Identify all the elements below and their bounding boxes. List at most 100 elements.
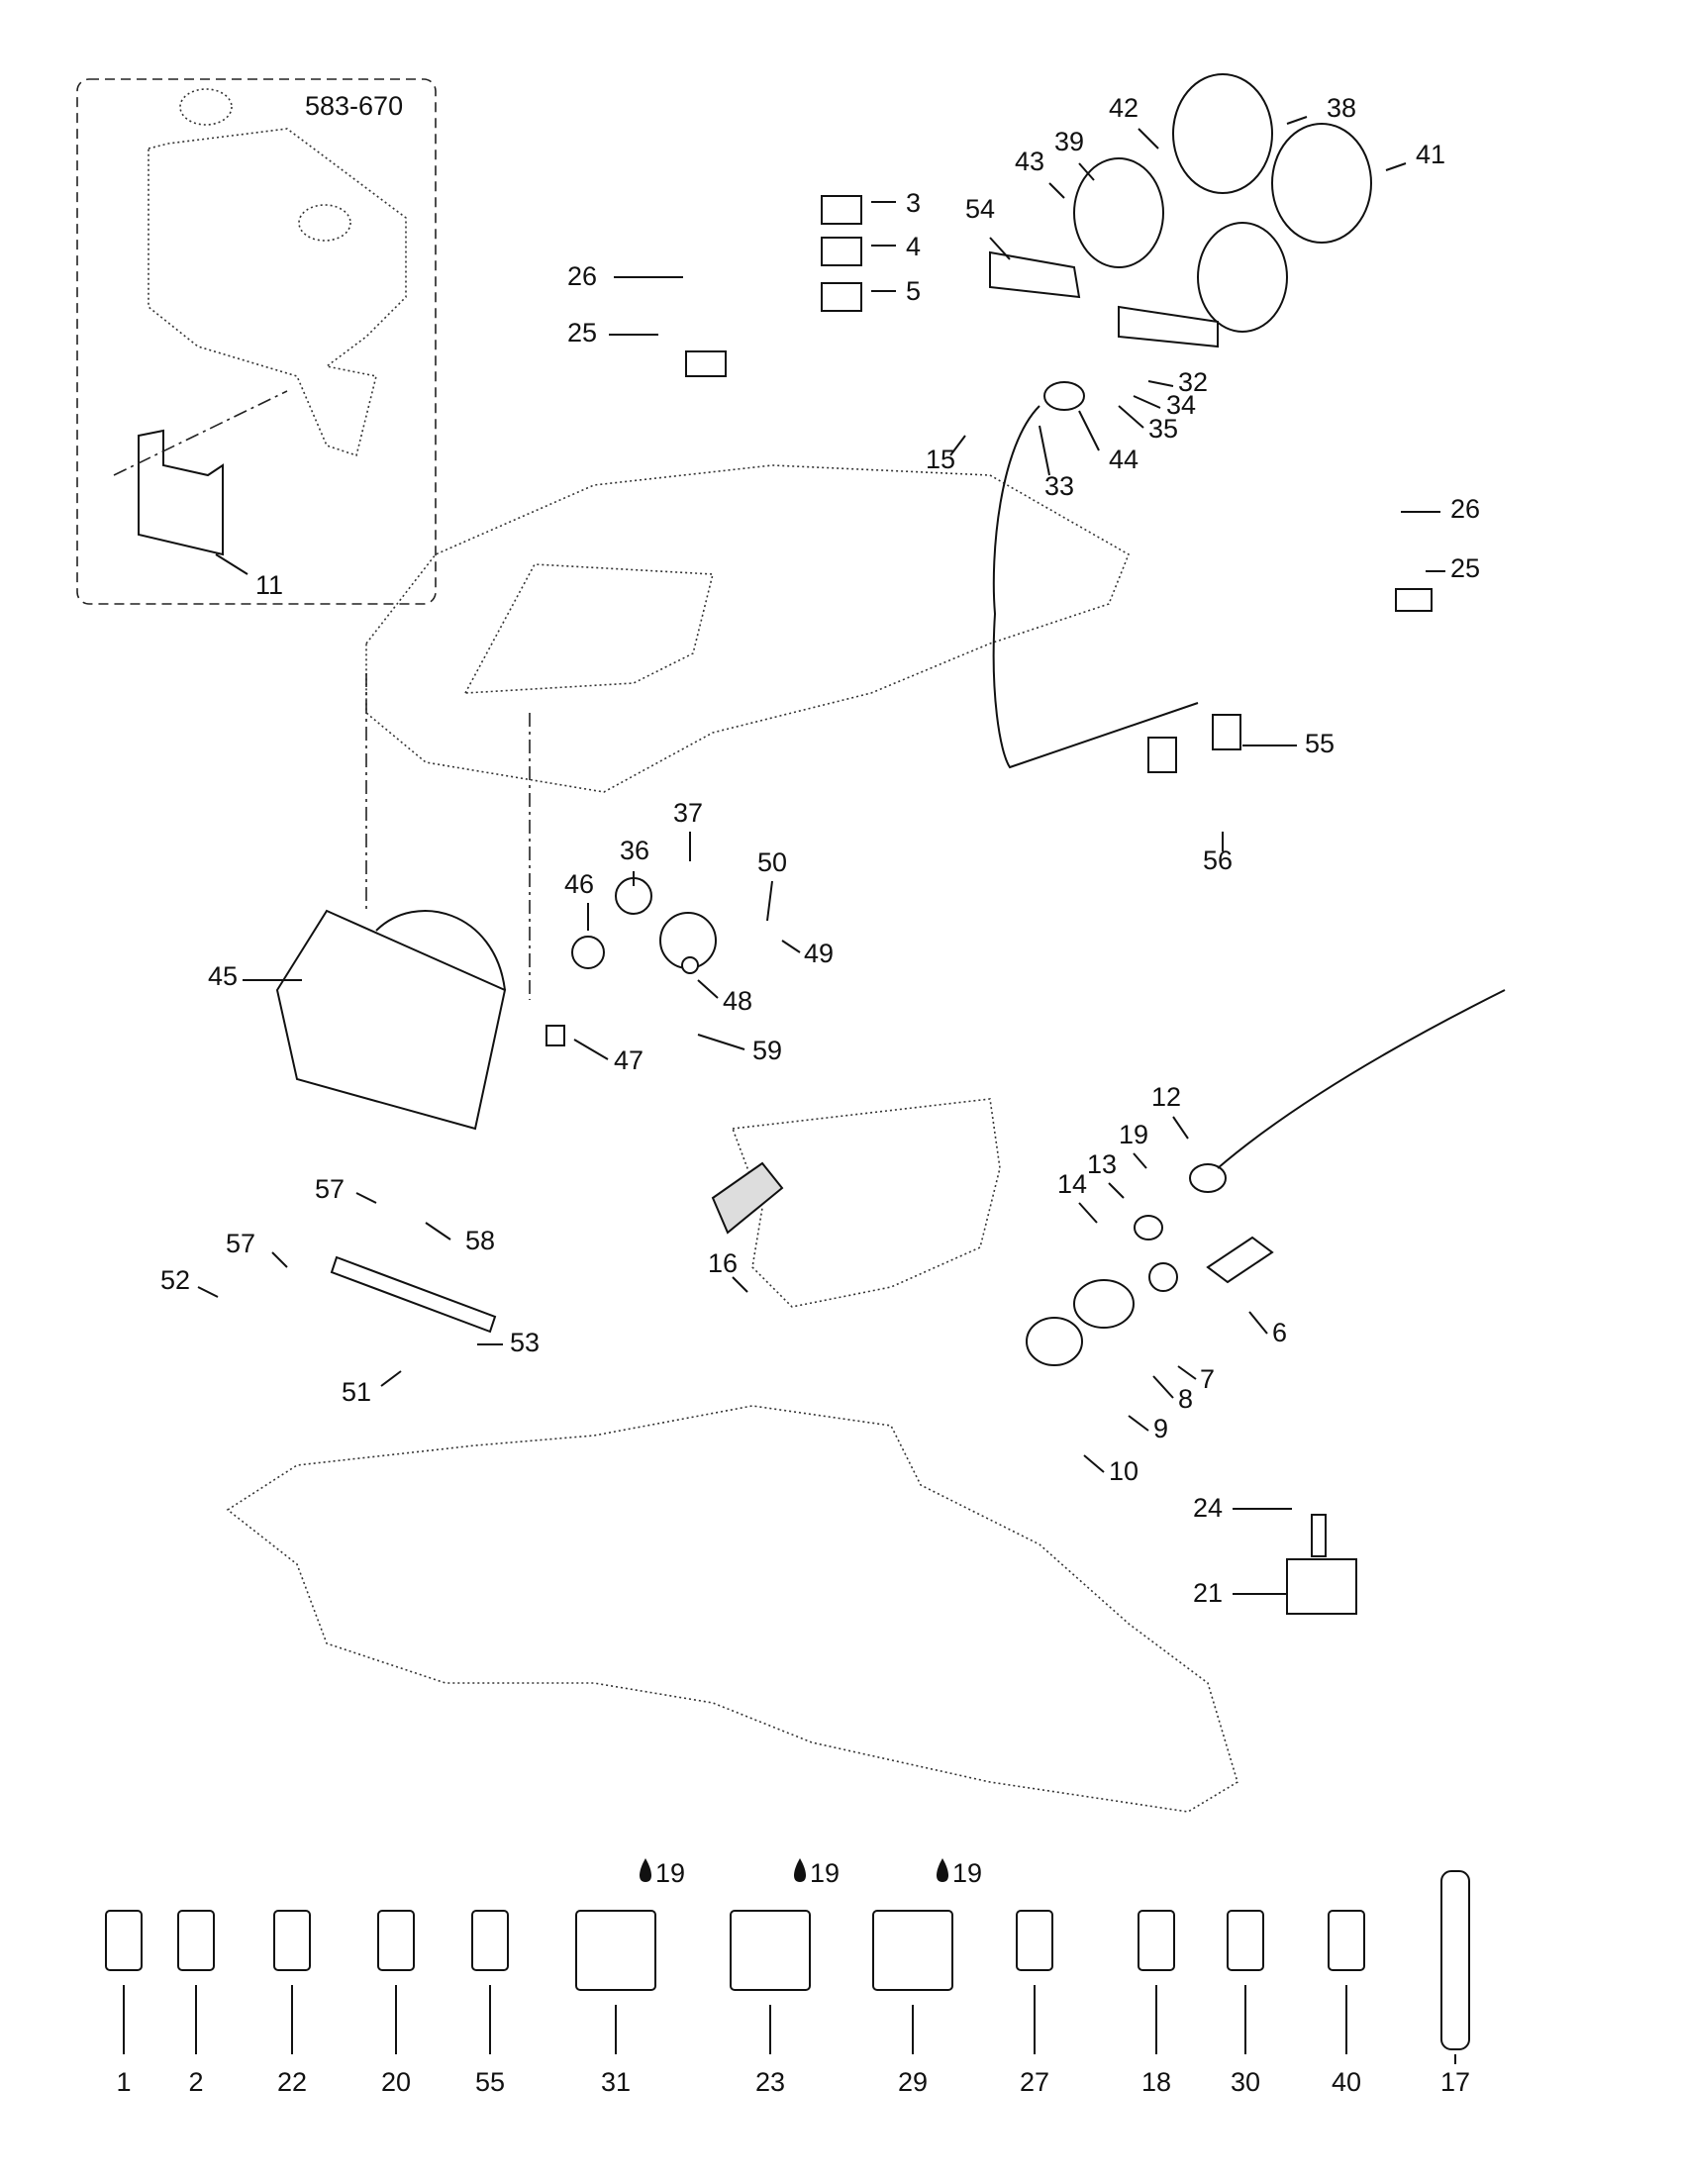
leader-line	[949, 435, 966, 456]
part-glyph	[273, 1910, 311, 1971]
part-item-17: 17	[1440, 1870, 1470, 2097]
part-label: 20	[381, 2067, 411, 2097]
callout-52: 52	[160, 1265, 219, 1298]
part-label: 1	[116, 2067, 131, 2097]
washer-48	[681, 956, 699, 974]
callout-label: 58	[465, 1226, 495, 1255]
leader-line	[1108, 1182, 1125, 1199]
callout-53: 53	[477, 1328, 540, 1357]
callout-label: 48	[723, 986, 752, 1016]
note-label: 19	[952, 1858, 982, 1888]
oil-tank-outline	[148, 128, 407, 457]
part-glyph	[105, 1910, 143, 1971]
callout-label: 7	[1200, 1364, 1215, 1394]
callout-label: 50	[757, 847, 787, 877]
leader-line	[1138, 128, 1159, 149]
callout-label: 26	[1450, 494, 1480, 524]
callout-59: 59	[697, 1034, 782, 1065]
tank-bracket	[138, 429, 224, 556]
part-glyph	[1440, 1870, 1470, 2050]
tank-cap-2	[298, 204, 351, 242]
callout-label: 14	[1057, 1169, 1087, 1199]
callout-9: 9	[1128, 1414, 1168, 1443]
leader-line	[1152, 1375, 1174, 1399]
callout-label: 53	[510, 1328, 540, 1357]
leader-line	[989, 237, 1011, 260]
callout-35: 35	[1118, 405, 1178, 444]
bracket-54b	[1118, 305, 1219, 348]
leader-line	[425, 1222, 451, 1241]
callout-label: 54	[965, 194, 995, 224]
part-glyph	[377, 1910, 415, 1971]
part-item-2: 2	[177, 1910, 215, 2097]
leader-line	[1039, 425, 1050, 476]
callout-label: 35	[1148, 414, 1178, 444]
callout-33: 33	[1039, 425, 1074, 501]
light-44	[1043, 381, 1085, 411]
callout-46: 46	[564, 869, 594, 931]
callout-25: 25	[1426, 553, 1480, 583]
leader-line	[1177, 1365, 1197, 1380]
callout-label: 24	[1193, 1493, 1223, 1523]
part-label: 40	[1332, 2067, 1361, 2097]
hull-outline	[226, 1405, 1238, 1813]
bolt-24	[1311, 1514, 1327, 1557]
leader-line	[1048, 182, 1065, 199]
callout-49: 49	[781, 939, 834, 968]
callout-48: 48	[697, 979, 752, 1016]
callout-34: 34	[1133, 390, 1196, 420]
callout-label: 59	[752, 1036, 782, 1065]
part-glyph	[872, 1910, 953, 1991]
leader-line	[1078, 410, 1100, 451]
callout-label: 13	[1087, 1149, 1117, 1179]
callout-55: 55	[1242, 729, 1335, 758]
callout-51: 51	[342, 1370, 402, 1407]
leader-line	[1133, 395, 1161, 409]
part-label: 55	[475, 2067, 505, 2097]
leader-line	[781, 940, 801, 953]
leader-line	[1286, 116, 1308, 125]
part-glyphs	[330, 73, 1506, 1615]
part-label: 2	[188, 2067, 203, 2097]
part-label: 27	[1020, 2067, 1049, 2097]
callout-24: 24	[1193, 1493, 1292, 1523]
headlamp-45	[275, 909, 507, 1131]
callout-label: 5	[906, 276, 921, 306]
callout-label: 43	[1015, 147, 1044, 176]
callout-label: 6	[1272, 1318, 1287, 1347]
callout-label: 46	[564, 869, 594, 899]
nut-7	[1148, 1262, 1178, 1292]
callout-39: 39	[1054, 127, 1095, 181]
part-item-18: 18	[1138, 1910, 1175, 2097]
switch-5	[821, 282, 862, 312]
console-window	[463, 563, 715, 694]
callout-19: 19	[1119, 1120, 1148, 1169]
callout-26: 26	[1401, 494, 1480, 524]
leader-line	[271, 1251, 288, 1268]
part-label: 17	[1440, 2067, 1470, 2097]
part-item-20: 20	[377, 1910, 415, 2097]
oil-drop-icon	[794, 1858, 806, 1882]
part-label: 18	[1141, 2067, 1171, 2097]
module-21	[1286, 1558, 1357, 1615]
part-label: 31	[601, 2067, 631, 2097]
part-glyph	[1227, 1910, 1264, 1971]
bracket-54	[989, 250, 1081, 299]
part-label: 23	[755, 2067, 785, 2097]
callout-label: 10	[1109, 1456, 1138, 1486]
leader-line	[1172, 1116, 1189, 1140]
callout-label: 12	[1151, 1082, 1181, 1112]
callout-label: 4	[906, 232, 921, 261]
callout-label: 38	[1327, 93, 1356, 123]
part-item-27: 27	[1016, 1910, 1053, 2097]
part-glyph	[730, 1910, 811, 1991]
part-glyph	[575, 1910, 656, 1991]
callout-label: 57	[315, 1174, 345, 1204]
leader-line	[1078, 162, 1095, 181]
leader-line	[1385, 162, 1407, 171]
seat-outline	[731, 1098, 1001, 1308]
callout-label: 32	[1178, 367, 1208, 397]
leader-11	[215, 553, 248, 575]
